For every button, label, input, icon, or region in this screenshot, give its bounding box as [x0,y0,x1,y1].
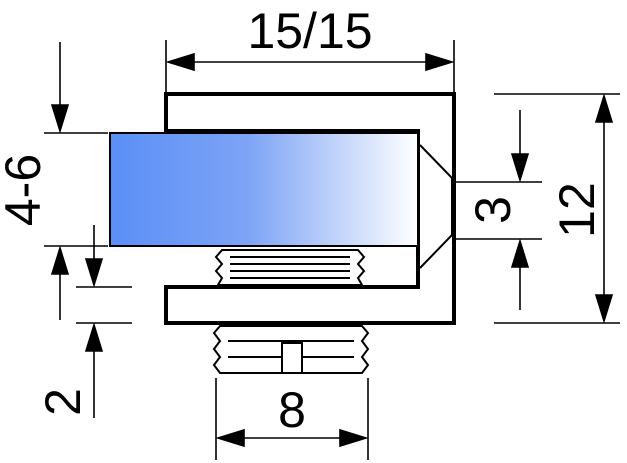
upper-thread [214,249,366,286]
clamp-v-notch [419,144,453,269]
lower-thread-screw [212,325,370,374]
dim-label-thread-width: 8 [278,382,306,438]
dimension-lines [44,40,620,460]
dim-label-tab-height: 3 [465,196,521,224]
dim-label-width-total: 15/15 [247,3,372,59]
screw-slot [281,342,303,374]
glass-panel [109,132,419,247]
dim-label-glass-thickness: 4-6 [0,154,51,226]
dim-label-bottom-gap: 2 [35,388,91,416]
dim-label-height-total: 12 [549,182,605,238]
clamp-body [164,92,456,325]
